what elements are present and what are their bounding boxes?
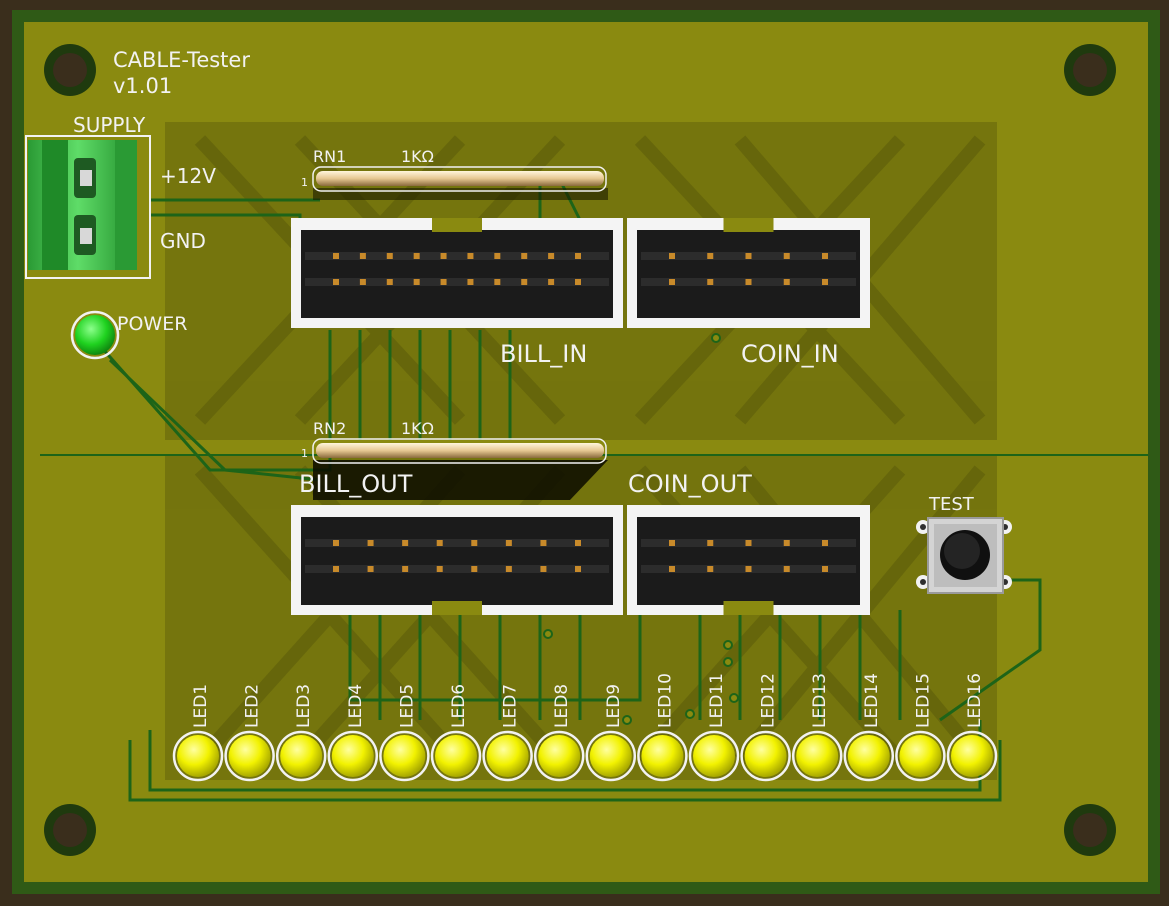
led-8 — [533, 730, 585, 782]
led-14 — [843, 730, 895, 782]
led-9-label: LED9 — [604, 684, 624, 728]
led-12 — [740, 730, 791, 782]
rn1-ref: RN1 — [313, 147, 346, 166]
pcb-vias — [543, 333, 739, 725]
bill-out-connector — [291, 505, 623, 615]
rn1-resistor-network — [312, 166, 608, 200]
led-16 — [946, 730, 998, 782]
test-button[interactable] — [916, 517, 1012, 594]
board-title: CABLE-Tester — [113, 48, 250, 72]
led-4 — [327, 730, 379, 782]
bill-in-label: BILL_IN — [500, 340, 587, 368]
led-12-label: LED12 — [759, 673, 779, 728]
coin-in-connector — [627, 218, 870, 328]
led-10 — [637, 730, 688, 782]
led-9 — [585, 730, 637, 782]
led-6 — [430, 730, 482, 782]
led-10-label: LED10 — [655, 673, 675, 728]
rn2-pin1: 1 — [301, 447, 308, 460]
led-11 — [688, 730, 740, 782]
led-7 — [482, 730, 533, 782]
coin-out-connector — [627, 505, 870, 615]
coin-out-label: COIN_OUT — [628, 470, 752, 498]
supply-terminal-block — [25, 135, 151, 279]
led-2-label: LED2 — [243, 684, 263, 728]
led-2 — [224, 730, 275, 782]
led-5-label: LED5 — [397, 684, 417, 728]
led-3 — [275, 730, 327, 782]
led-3-label: LED3 — [294, 684, 314, 728]
led-8-label: LED8 — [552, 684, 572, 728]
led-7-label: LED7 — [501, 684, 521, 728]
bill-in-connector — [291, 218, 623, 328]
rn2-ref: RN2 — [313, 419, 346, 438]
mounting-holes — [44, 44, 1116, 856]
led-13-label: LED13 — [810, 673, 830, 728]
led-5 — [379, 730, 430, 782]
bill-out-label: BILL_OUT — [299, 470, 413, 498]
supply-label: SUPPLY — [73, 113, 146, 137]
led-14-label: LED14 — [862, 673, 882, 728]
test-button-label: TEST — [928, 494, 975, 515]
rn2-resistor-network — [312, 438, 608, 500]
led-11-label: LED11 — [707, 673, 727, 728]
coin-in-label: COIN_IN — [741, 340, 839, 368]
led-4-label: LED4 — [346, 684, 366, 728]
power-led — [70, 310, 120, 360]
led-1 — [172, 730, 224, 782]
led-1-label: LED1 — [191, 684, 211, 728]
power-led-label: POWER — [117, 313, 187, 335]
led-15 — [895, 730, 946, 782]
rn1-value: 1KΩ — [401, 147, 434, 166]
supply-gnd-label: GND — [160, 229, 206, 253]
led-6-label: LED6 — [449, 684, 469, 728]
led-15-label: LED15 — [913, 673, 933, 728]
led-13 — [791, 730, 843, 782]
supply-plus-label: +12V — [160, 164, 216, 188]
rn1-pin1: 1 — [301, 176, 308, 189]
led-16-label: LED16 — [965, 673, 985, 728]
board-version: v1.01 — [113, 74, 172, 98]
rn2-value: 1KΩ — [401, 419, 434, 438]
